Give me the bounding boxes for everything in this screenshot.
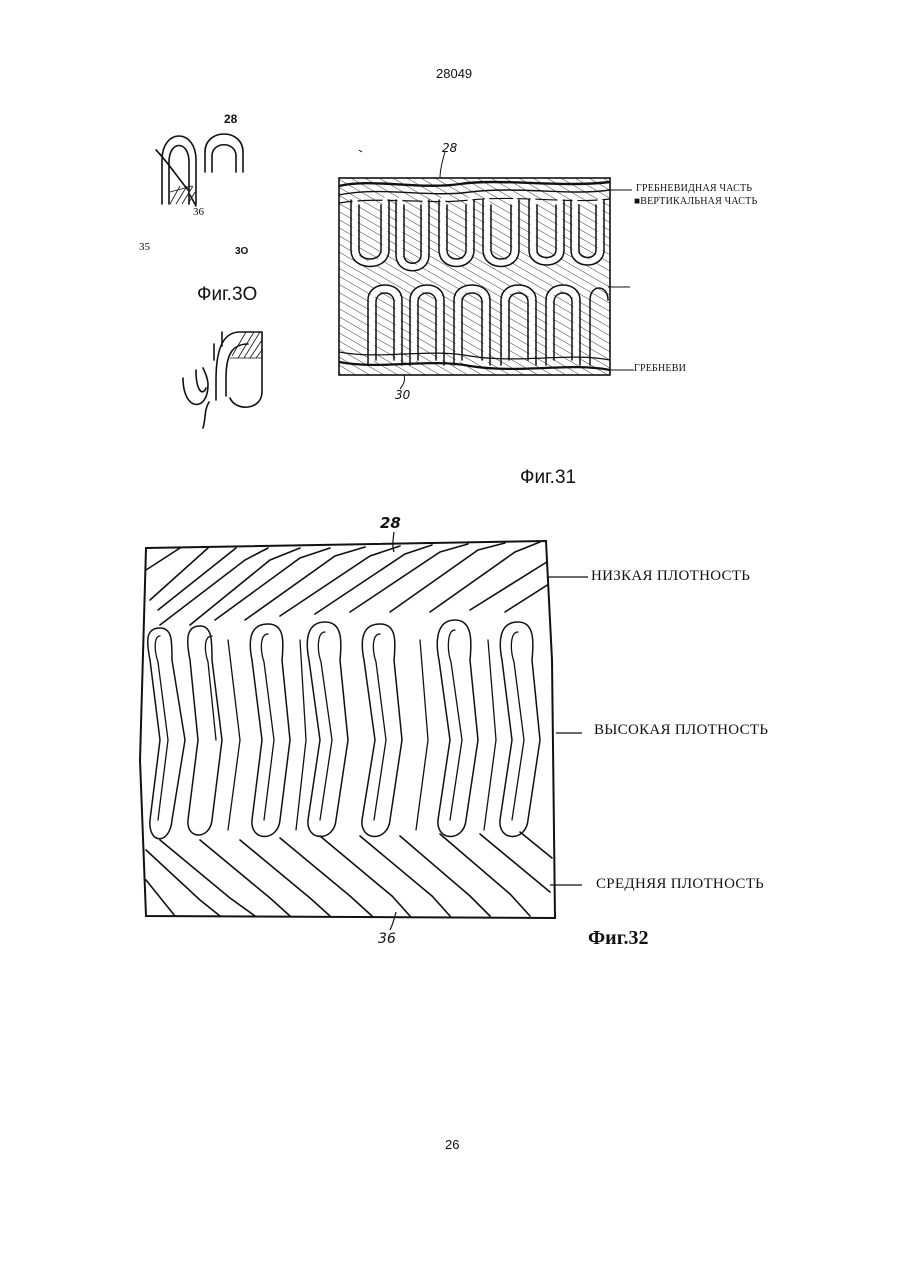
fig32-ref-28: 28 — [380, 514, 401, 532]
fig32-caption: Фиг.32 — [588, 927, 649, 950]
fig32-label-high-density: ВЫСОКАЯ ПЛОТНОСТЬ — [594, 722, 768, 739]
fig32-ref-36: 36 — [378, 931, 396, 947]
fig32-label-medium-density: СРЕДНЯЯ ПЛОТНОСТЬ — [596, 876, 764, 893]
fig32-label-low-density: НИЗКАЯ ПЛОТНОСТЬ — [591, 568, 750, 585]
